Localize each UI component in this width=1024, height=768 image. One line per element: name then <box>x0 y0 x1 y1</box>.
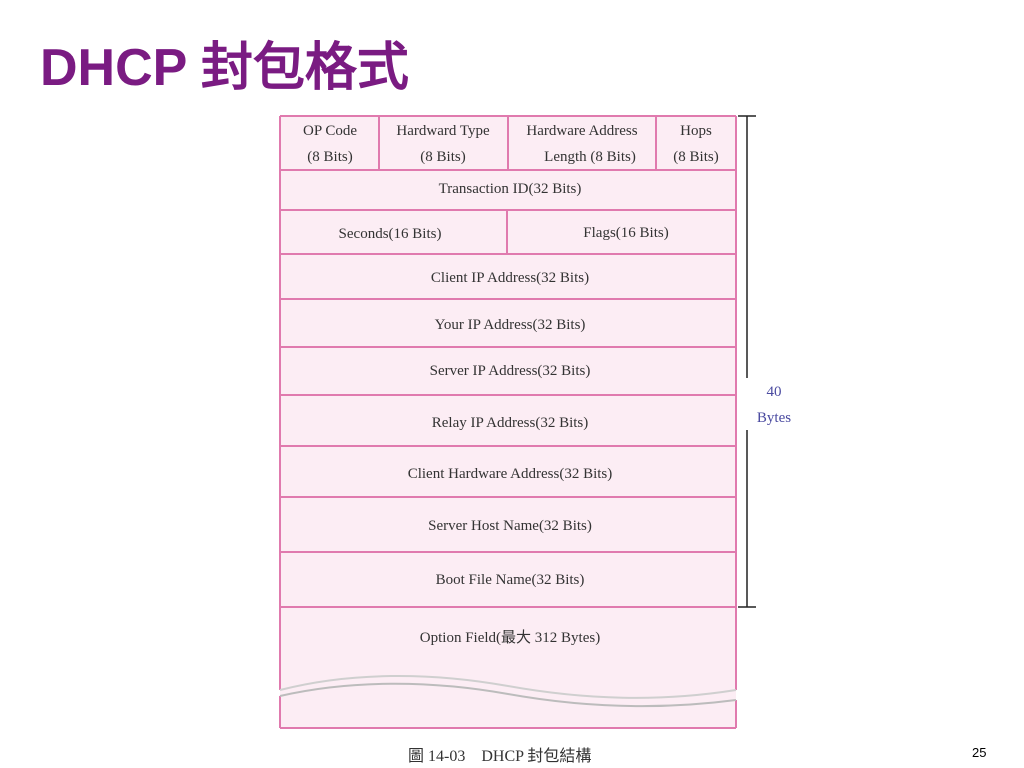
page-number: 25 <box>972 745 987 760</box>
boot-file-name-field: Boot File Name(32 Bits) <box>436 572 585 588</box>
server-host-name-field: Server Host Name(32 Bits) <box>428 518 592 534</box>
hardware-address-length-label: Hardware Address <box>526 123 637 139</box>
hops-label: Hops <box>680 123 712 139</box>
bracket-byte-count: 40 <box>767 384 782 400</box>
seconds-field: Seconds(16 Bits) <box>339 226 442 242</box>
bracket-label-background <box>740 378 806 430</box>
op-code-label: OP Code <box>303 123 357 139</box>
server-ip-address-field: Server IP Address(32 Bits) <box>430 363 591 379</box>
transaction-id-field: Transaction ID(32 Bits) <box>439 181 582 197</box>
packet-table-borders <box>279 115 737 729</box>
continuation-wave-top <box>279 674 737 699</box>
hardware-address-length-bits: Length (8 Bits) <box>544 149 636 165</box>
hardware-type-label: Hardward Type <box>396 123 490 139</box>
bracket-byte-unit: Bytes <box>757 410 791 426</box>
client-hardware-address-field: Client Hardware Address(32 Bits) <box>408 466 613 482</box>
forty-bytes-bracket <box>738 115 756 608</box>
relay-ip-address-field: Relay IP Address(32 Bits) <box>432 415 589 431</box>
client-ip-address-field: Client IP Address(32 Bits) <box>431 270 589 286</box>
slide-title: DHCP 封包格式 <box>40 39 409 97</box>
op-code-bits: (8 Bits) <box>307 149 352 165</box>
hardware-type-bits: (8 Bits) <box>420 149 465 165</box>
continuation-wave-bottom <box>279 682 737 708</box>
figure-caption: 圖 14-03 DHCP 封包結構 <box>408 748 592 765</box>
option-field: Option Field(最大 312 Bytes) <box>420 629 600 646</box>
your-ip-address-field: Your IP Address(32 Bits) <box>435 317 586 333</box>
flags-field: Flags(16 Bits) <box>583 225 668 241</box>
hops-bits: (8 Bits) <box>673 149 718 165</box>
